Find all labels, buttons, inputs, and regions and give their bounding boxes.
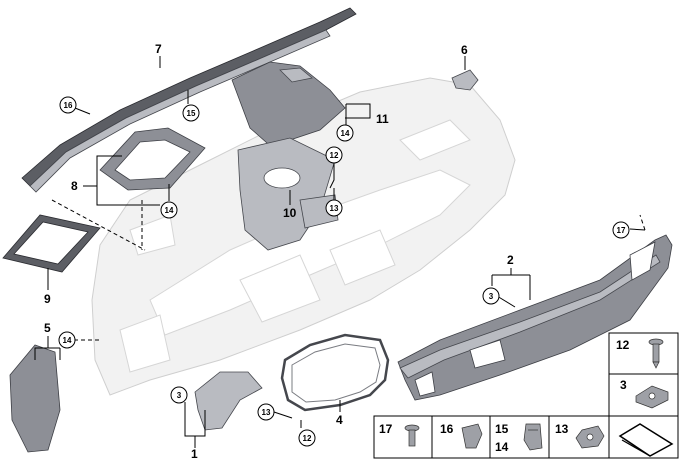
legend-label-17: 17 [379, 422, 393, 436]
label-1: 1 [191, 447, 198, 461]
legend-label-14: 14 [495, 440, 509, 454]
legend-label-12: 12 [616, 338, 630, 352]
svg-text:14: 14 [165, 206, 174, 215]
part-5-side-panel [9, 344, 61, 453]
svg-text:13: 13 [330, 204, 339, 213]
part-9-outer-frame [2, 214, 101, 273]
svg-text:14: 14 [63, 336, 72, 345]
spring-clip-icon [523, 423, 543, 451]
part-4-instrument-carrier [280, 333, 390, 412]
svg-text:12: 12 [330, 151, 339, 160]
svg-text:14: 14 [341, 129, 350, 138]
label-10: 10 [283, 206, 297, 220]
clamp-clip-icon [461, 423, 483, 449]
callout-13-upper: 13 [325, 199, 343, 217]
callout-14-hood: 14 [336, 124, 354, 142]
part-7-upper-trim-strip [21, 7, 357, 193]
screw-icon [648, 338, 664, 369]
leader-lines [34, 56, 646, 448]
svg-text:13: 13 [262, 408, 271, 417]
trim-profile-icon [618, 423, 674, 457]
callout-12-upper: 12 [325, 146, 343, 164]
callout-13-lower: 13 [257, 403, 275, 421]
svg-text:3: 3 [489, 292, 494, 301]
label-9: 9 [44, 292, 51, 306]
clip-nut-icon [635, 385, 669, 409]
part-number-labels: 1 2 4 5 6 7 8 9 10 11 [44, 42, 514, 461]
circled-callouts: 3 3 12 12 13 13 14 14 14 15 16 17 [58, 96, 630, 447]
part-2-trim-panel [397, 234, 673, 401]
callout-17: 17 [612, 221, 630, 239]
hardware-legend-row: 17 16 15 14 13 [373, 415, 610, 459]
label-5: 5 [44, 321, 51, 335]
part-11-display-hood [231, 61, 346, 151]
legend-label-15: 15 [495, 422, 509, 436]
label-2: 2 [507, 253, 514, 267]
part-8-display-frame [99, 127, 206, 191]
callout-15: 15 [182, 104, 200, 122]
legend-label-13: 13 [555, 422, 569, 436]
callout-12-lower: 12 [298, 429, 316, 447]
svg-text:3: 3 [177, 391, 182, 400]
part-1-lower-bracket [194, 371, 263, 431]
push-pin-icon [404, 424, 420, 447]
svg-text:17: 17 [617, 226, 626, 235]
callout-3-bracket: 3 [170, 386, 188, 404]
callout-14-side: 14 [58, 331, 76, 349]
part-6-vent-clip [451, 69, 479, 91]
legend-label-3: 3 [620, 378, 627, 392]
hardware-legend-column: 12 3 [608, 332, 679, 459]
label-11: 11 [376, 112, 389, 126]
label-8: 8 [71, 179, 78, 193]
callout-14-frame: 14 [160, 201, 178, 219]
svg-text:16: 16 [64, 101, 73, 110]
label-6: 6 [461, 43, 468, 57]
expanding-nut-icon [575, 425, 605, 449]
callout-3-panel: 3 [482, 287, 500, 305]
label-7: 7 [155, 42, 162, 56]
svg-text:15: 15 [187, 109, 196, 118]
label-4: 4 [336, 413, 343, 427]
legend-label-16: 16 [440, 422, 454, 436]
svg-text:12: 12 [303, 434, 312, 443]
dashboard-ghost [91, 77, 516, 396]
callout-16: 16 [59, 96, 77, 114]
part-10-center-bracket [237, 137, 339, 251]
